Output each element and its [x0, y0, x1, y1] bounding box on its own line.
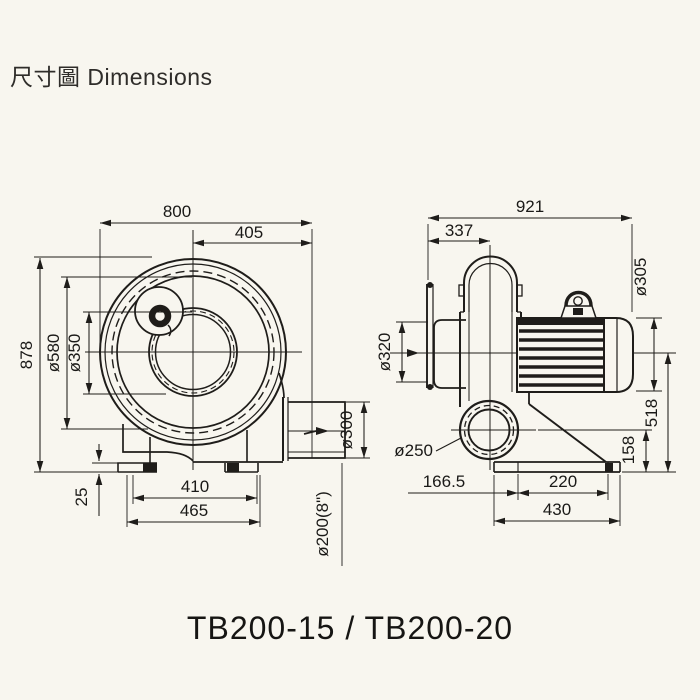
dim-label-405: 405 — [235, 223, 263, 242]
dim-label-d320: ø320 — [375, 333, 394, 372]
dim-label-158: 158 — [619, 436, 638, 464]
flow-arrow — [303, 430, 317, 435]
dim-outlet-flange: ø300 — [337, 401, 370, 459]
dim-label-921: 921 — [516, 197, 544, 216]
hub-key-mark — [167, 324, 172, 337]
dim-inlet-to-center: 337 — [428, 221, 490, 245]
casing-flange-circle — [116, 275, 270, 429]
inlet-opening-circle — [148, 307, 238, 397]
dim-axis-height: 518 — [622, 353, 676, 473]
volute-casing — [99, 258, 287, 462]
dim-base-length: 430 — [493, 475, 621, 526]
support-bracket — [528, 392, 607, 463]
page-title: 尺寸圖 Dimensions — [10, 64, 213, 90]
model-title: TB200-15 / TB200-20 — [186, 610, 514, 646]
base-plate — [493, 461, 621, 473]
dim-inlet-flange: ø320 — [375, 321, 428, 383]
front-view: 800 405 878 ø580 ø — [17, 202, 370, 566]
dim-label-465: 465 — [180, 501, 208, 520]
inlet-pipe — [433, 319, 466, 389]
inlet-bolt-circle — [151, 310, 235, 394]
lifting-lug — [559, 290, 598, 319]
dim-label-430: 430 — [543, 500, 571, 519]
dim-label-337: 337 — [445, 221, 473, 240]
dim-label-800: 800 — [163, 202, 191, 221]
inlet-hub — [134, 286, 184, 337]
dim-label-220: 220 — [549, 472, 577, 491]
dim-label-166-5: 166.5 — [423, 472, 466, 491]
dim-outlet-center-offset: 166.5 — [408, 472, 518, 497]
dim-casing-diameter: ø580 — [44, 276, 192, 430]
dim-base-hole-span: 220 — [517, 472, 609, 500]
dim-total-length: 921 — [427, 197, 633, 312]
dim-label-d250: ø250 — [394, 441, 433, 460]
motor-end-bell — [603, 317, 634, 393]
hub-boss — [148, 304, 172, 328]
dim-label-d580: ø580 — [44, 334, 63, 373]
centerlines — [85, 230, 302, 470]
dim-label-d350: ø350 — [65, 334, 84, 373]
dim-outlet-flange-callout: ø250 — [394, 437, 462, 460]
dim-outlet-center-height: 158 — [538, 429, 652, 472]
dim-outlet-bore: ø200(8") — [313, 463, 343, 566]
outlet-flange-circle — [451, 399, 536, 461]
dim-foot-hole-span: 410 — [132, 475, 258, 504]
dim-total-width: 800 — [99, 202, 313, 458]
dim-motor-diameter: ø305 — [631, 258, 662, 392]
motor-fins — [519, 329, 603, 387]
dim-outlet-offset: 405 — [193, 223, 312, 247]
casing-outer-circle — [99, 258, 287, 446]
dim-label-410: 410 — [181, 477, 209, 496]
dim-label-d200: ø200(8") — [313, 491, 332, 557]
motor — [516, 290, 634, 393]
dim-label-518: 518 — [642, 399, 661, 427]
dim-base-height: 25 — [72, 444, 120, 516]
dim-inlet-diameter: ø350 — [65, 311, 192, 395]
outlet-duct — [282, 397, 346, 461]
volute-skirt — [122, 424, 194, 462]
inlet-flow-arrow — [407, 349, 419, 357]
dim-label-878: 878 — [17, 341, 36, 369]
side-view: 921 337 ø320 ø305 518 — [375, 197, 676, 526]
casing-bolt-circle — [111, 270, 275, 434]
inlet-assembly — [407, 282, 466, 390]
dim-label-25: 25 — [72, 488, 91, 507]
dim-total-height: 878 — [17, 256, 152, 473]
mounting-feet — [117, 430, 283, 473]
dim-label-d305: ø305 — [631, 258, 650, 297]
motor-body — [516, 317, 606, 393]
dim-base-width: 465 — [126, 475, 261, 527]
dim-label-d300: ø300 — [337, 411, 356, 450]
volute-outlet-transition — [278, 372, 285, 399]
